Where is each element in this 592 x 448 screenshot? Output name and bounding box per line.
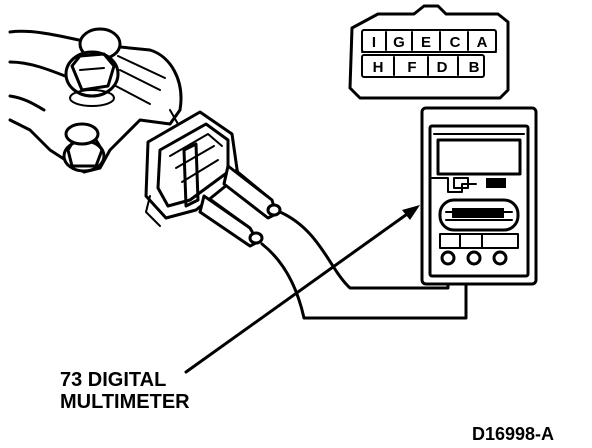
multimeter-jack: [466, 250, 482, 266]
test-lead-wires: [260, 210, 468, 320]
figure-id: D16998-A: [472, 424, 554, 444]
pin-label: E: [421, 34, 431, 51]
pin-label: B: [469, 59, 480, 76]
digital-multimeter: [420, 106, 538, 286]
multimeter-jack: [440, 250, 456, 266]
pin-label: H: [373, 59, 384, 76]
pin-label: D: [437, 59, 448, 76]
test-probe-upper: [222, 164, 282, 220]
callout-leader: [184, 205, 420, 374]
multimeter-jack: [492, 250, 508, 266]
multimeter-display: [436, 138, 522, 176]
pin-label: A: [477, 34, 488, 51]
pin-label: C: [450, 34, 461, 51]
multimeter-rotary-switch: [438, 198, 520, 232]
test-probe-lower: [198, 194, 264, 248]
sensor-assembly: [8, 27, 240, 227]
callout-label-line2: MULTIMETER: [60, 391, 190, 413]
mounting-bolt-upper: [64, 27, 122, 107]
pin-label: G: [393, 34, 405, 51]
pin-label: F: [407, 59, 416, 76]
callout-label-line1: 73 DIGITAL: [60, 369, 166, 391]
mounting-bolt-lower: [62, 122, 106, 173]
connector-top-row: I G E C A: [372, 31, 488, 51]
harness-connector-plug: [144, 110, 240, 227]
connector-bottom-row: H F D B: [373, 56, 480, 76]
pin-label: I: [372, 34, 376, 51]
connector-pinout: I G E C A H F D B: [348, 4, 510, 100]
